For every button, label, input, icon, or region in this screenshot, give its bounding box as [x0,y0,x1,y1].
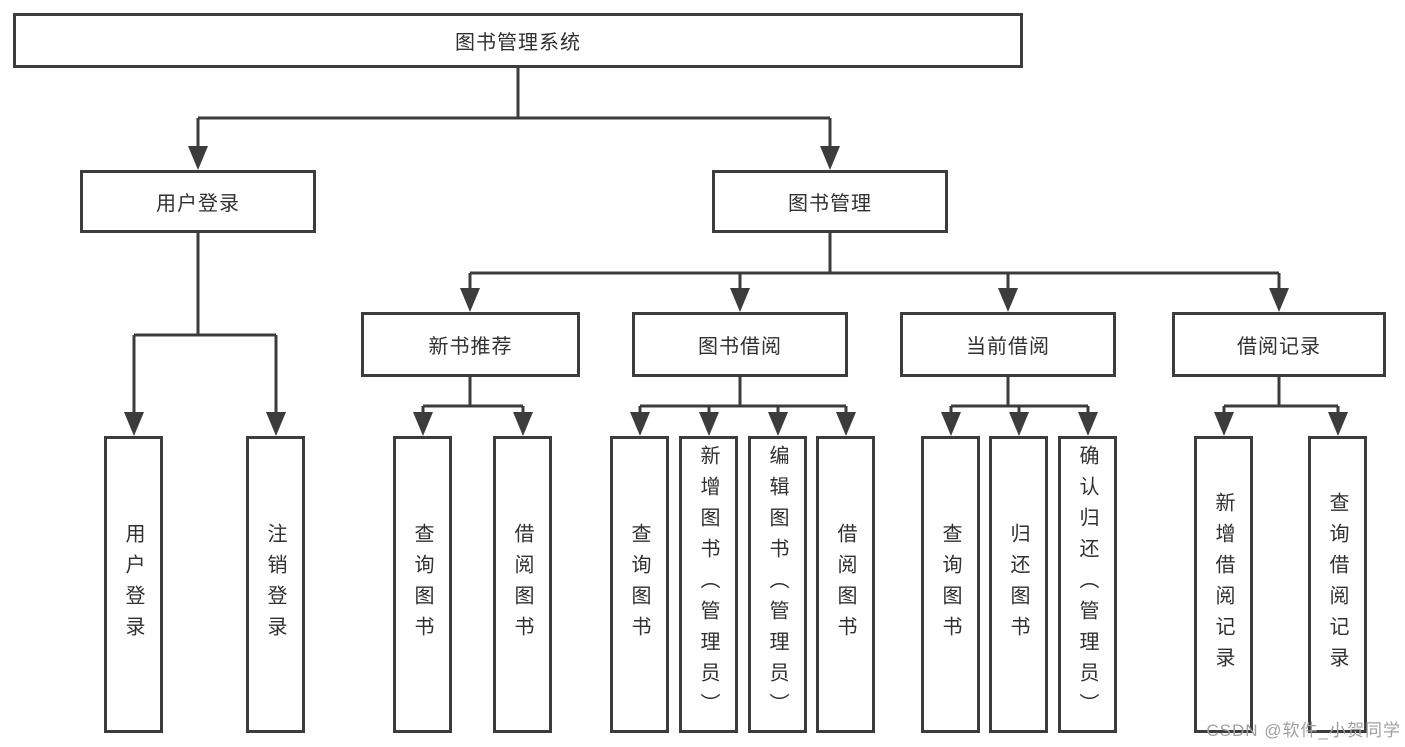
node-logout-user: 注销登录 [246,436,305,733]
edge-currentborrow-to-children [949,377,1090,418]
node-edit-book-admin-label: 编辑图书（管理员） [766,445,788,724]
node-book-management: 图书管理 [712,170,948,233]
node-borrow-query-book-label: 查询图书 [628,522,650,647]
edge-borrowrecord-to-children [1222,377,1340,418]
node-new-book-recommend-label: 新书推荐 [428,336,513,358]
node-add-borrow-record-label: 新增借阅记录 [1212,491,1234,678]
arrowheads [124,146,1348,436]
node-borrow-query-book: 查询图书 [610,436,669,733]
node-login-user-label: 用户登录 [122,522,144,647]
node-query-borrow-record: 查询借阅记录 [1308,436,1367,733]
edge-bookborrow-to-children [638,377,848,418]
arrowhead-icon [630,412,650,436]
arrowhead-icon [460,288,480,312]
node-current-borrow-label: 当前借阅 [966,336,1050,358]
node-add-book-admin-label: 新增图书（管理员） [697,445,719,724]
node-book-management-label: 图书管理 [788,193,872,215]
arrowhead-icon [998,288,1018,312]
arrowhead-icon [1269,288,1289,312]
edge-bookmgmt-to-level3 [468,233,1281,294]
node-login-user: 用户登录 [104,436,163,733]
node-confirm-return-admin: 确认归还（管理员） [1058,436,1117,733]
node-recommend-query-book: 查询图书 [393,436,452,733]
node-borrow-borrow-book-label: 借阅图书 [834,522,856,647]
node-query-borrow-record-label: 查询借阅记录 [1326,491,1348,678]
node-recommend-borrow-book-label: 借阅图书 [511,522,533,647]
arrowhead-icon [1328,412,1348,436]
arrowhead-icon [266,412,286,436]
node-user-login-label: 用户登录 [156,193,240,215]
node-book-borrow-label: 图书借阅 [698,336,782,358]
arrowhead-icon [188,146,208,170]
node-add-book-admin: 新增图书（管理员） [679,436,738,733]
node-add-borrow-record: 新增借阅记录 [1194,436,1253,733]
node-root: 图书管理系统 [13,13,1023,68]
watermark: CSDN @软件_小贺同学 [1206,721,1401,740]
node-current-query-book: 查询图书 [921,436,980,733]
edge-newbookrec-to-children [421,377,525,418]
arrowhead-icon [836,412,856,436]
node-recommend-query-book-label: 查询图书 [411,522,433,647]
arrowhead-icon [1214,412,1234,436]
edge-root-to-level2 [196,68,832,150]
arrowhead-icon [820,146,840,170]
node-borrow-borrow-book: 借阅图书 [816,436,875,733]
node-logout-user-label: 注销登录 [264,522,286,647]
edge-userlogin-to-children [132,233,278,418]
arrowhead-icon [699,412,719,436]
node-recommend-borrow-book: 借阅图书 [493,436,552,733]
node-edit-book-admin: 编辑图书（管理员） [748,436,807,733]
node-borrow-record: 借阅记录 [1172,312,1386,377]
arrowhead-icon [1009,412,1029,436]
node-current-query-book-label: 查询图书 [939,522,961,647]
node-return-book-label: 归还图书 [1007,522,1029,647]
node-current-borrow: 当前借阅 [900,312,1116,377]
arrowhead-icon [413,412,433,436]
connector-lines [132,68,1340,418]
arrowhead-icon [1078,412,1098,436]
arrowhead-icon [941,412,961,436]
arrowhead-icon [513,412,533,436]
arrowhead-icon [768,412,788,436]
node-user-login: 用户登录 [80,170,316,233]
node-borrow-record-label: 借阅记录 [1237,336,1321,358]
arrowhead-icon [730,288,750,312]
arrowhead-icon [124,412,144,436]
node-book-borrow: 图书借阅 [632,312,848,377]
node-root-label: 图书管理系统 [455,32,581,54]
node-return-book: 归还图书 [989,436,1048,733]
node-confirm-return-admin-label: 确认归还（管理员） [1076,445,1098,724]
node-new-book-recommend: 新书推荐 [361,312,580,377]
